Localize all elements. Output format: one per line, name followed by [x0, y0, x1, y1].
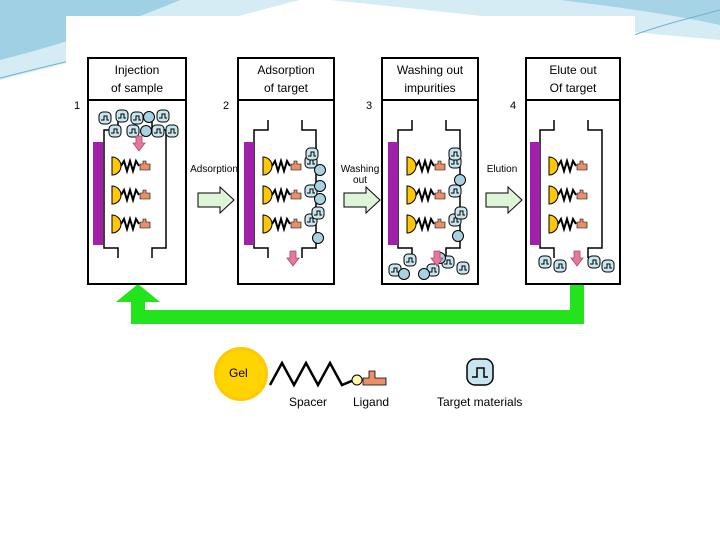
step-1-title-line2: of sample: [110, 81, 164, 95]
step-2-title: Adsorption of target: [238, 61, 334, 97]
legend-gel-symbol: [214, 347, 268, 401]
step-1-title: Injection of sample: [88, 61, 186, 97]
step-1-title-line1: Injection: [114, 63, 160, 77]
legend-target-symbol: [466, 358, 494, 386]
step-4-title-line2: Of target: [549, 81, 597, 95]
washing-label-line2: out: [353, 175, 367, 186]
step-1-number: 1: [74, 100, 81, 112]
legend-ligand-symbol: [351, 370, 387, 386]
step-4-title: Elute out Of target: [526, 61, 620, 97]
legend-target-label: Target materials: [437, 395, 523, 409]
adsorption-label: Adsorption: [190, 164, 238, 175]
column-2: [237, 57, 335, 285]
step-3-number: 3: [366, 100, 373, 112]
step-2-title-line2: of target: [263, 81, 309, 95]
legend-ligand-label: Ligand: [353, 395, 390, 409]
step-3-title: Washing out impurities: [382, 61, 478, 97]
washing-arrow: [343, 186, 381, 214]
column-3: [381, 57, 479, 285]
column-1: [87, 57, 187, 285]
step-4-number: 4: [510, 100, 517, 112]
elution-label: Elution: [486, 164, 518, 175]
adsorption-arrow: [197, 186, 235, 214]
column-4: [525, 57, 621, 285]
legend-spacer-label: Spacer: [289, 395, 328, 409]
washing-label: Washing out: [336, 164, 384, 186]
washing-label-line1: Washing: [340, 164, 380, 175]
legend-spacer-symbol: [268, 360, 355, 388]
elution-arrow: [485, 186, 523, 214]
step-4-title-line1: Elute out: [549, 63, 597, 77]
step-2-title-line1: Adsorption: [257, 63, 315, 77]
step-2-number: 2: [223, 100, 230, 112]
step-3-title-line2: impurities: [404, 81, 456, 95]
recycle-arrow: [116, 284, 584, 324]
step-3-title-line1: Washing out: [396, 63, 464, 77]
legend-gel-label: Gel: [229, 366, 248, 380]
